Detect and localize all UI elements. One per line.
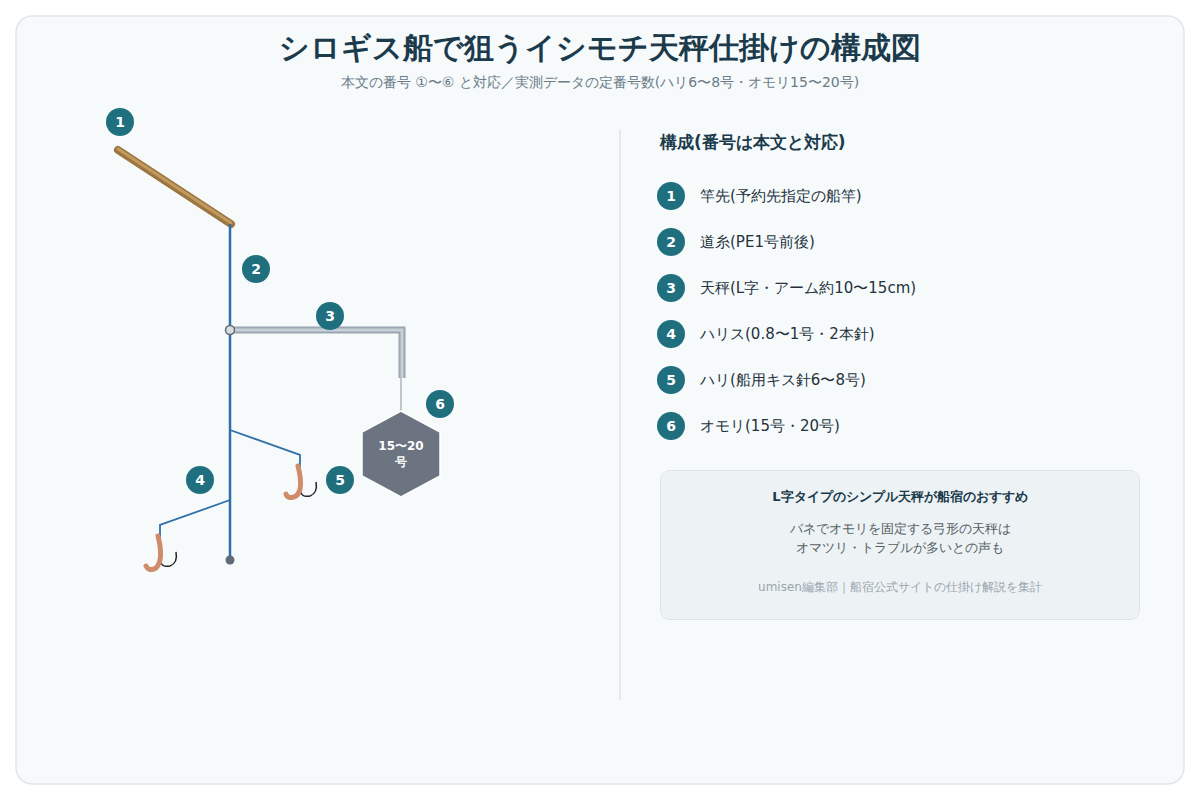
callout-number: 3 [657, 274, 685, 302]
tenbin-arm-highlight [230, 330, 402, 378]
callout-number: 2 [242, 255, 270, 283]
card [16, 16, 1184, 784]
bait [286, 466, 301, 498]
rod-highlight [118, 149, 231, 223]
sinker-wire [400, 378, 401, 412]
bait [146, 536, 161, 570]
callout-number: 1 [106, 108, 134, 136]
branch-line [230, 430, 300, 470]
part-name: ハリ(船用キス針6〜8号) [700, 371, 866, 390]
part-name: オモリ(15号・20号) [700, 417, 840, 436]
callout-number: 5 [326, 466, 354, 494]
callout-number: 6 [426, 390, 454, 418]
callout-number: 5 [657, 366, 685, 394]
part-name: 道糸(PE1号前後) [700, 233, 815, 252]
part-name: 竿先(予約先指定の船竿) [700, 187, 862, 206]
callout-number: 2 [657, 228, 685, 256]
tenbin-arm [230, 330, 402, 378]
callout-number: 6 [657, 412, 685, 440]
main-line [229, 224, 232, 560]
title: シロギス船で狙うイシモチ天秤仕掛けの構成図 [279, 28, 921, 69]
note-heading: L字タイプのシンプル天秤が船宿のおすすめ [677, 487, 1123, 507]
swivel [226, 326, 235, 335]
note-source: umisen編集部｜船宿公式サイトの仕掛け解説を集計 [677, 578, 1123, 596]
callout-number: 3 [316, 302, 344, 330]
callout-number: 1 [657, 182, 685, 210]
callout-number: 4 [657, 320, 685, 348]
part-name: ハリス(0.8〜1号・2本針) [700, 325, 875, 344]
list-heading: 構成(番号は本文と対応) [660, 131, 846, 154]
caption: 本文の番号 ①〜⑥ と対応／実測データの定番号数(ハリ6〜8号・オモリ15〜20… [341, 74, 859, 92]
line-end [226, 556, 235, 565]
branch-line [160, 500, 230, 540]
callout-number: 4 [186, 466, 214, 494]
note-box: L字タイプのシンプル天秤が船宿のおすすめバネでオモリを固定する弓形の天秤は オマ… [660, 470, 1140, 620]
hexagon-shape [361, 410, 441, 498]
note-body: バネでオモリを固定する弓形の天秤は オマツリ・トラブルが多いとの声も [770, 519, 1030, 558]
sinker-hexagon: 15〜20 号 [361, 410, 441, 498]
hexagon-outline [362, 411, 440, 497]
rod [118, 150, 231, 224]
part-name: 天秤(L字・アーム約10〜15cm) [700, 279, 916, 298]
divider [619, 130, 621, 700]
weight-label: 15〜20 号 [373, 438, 429, 470]
